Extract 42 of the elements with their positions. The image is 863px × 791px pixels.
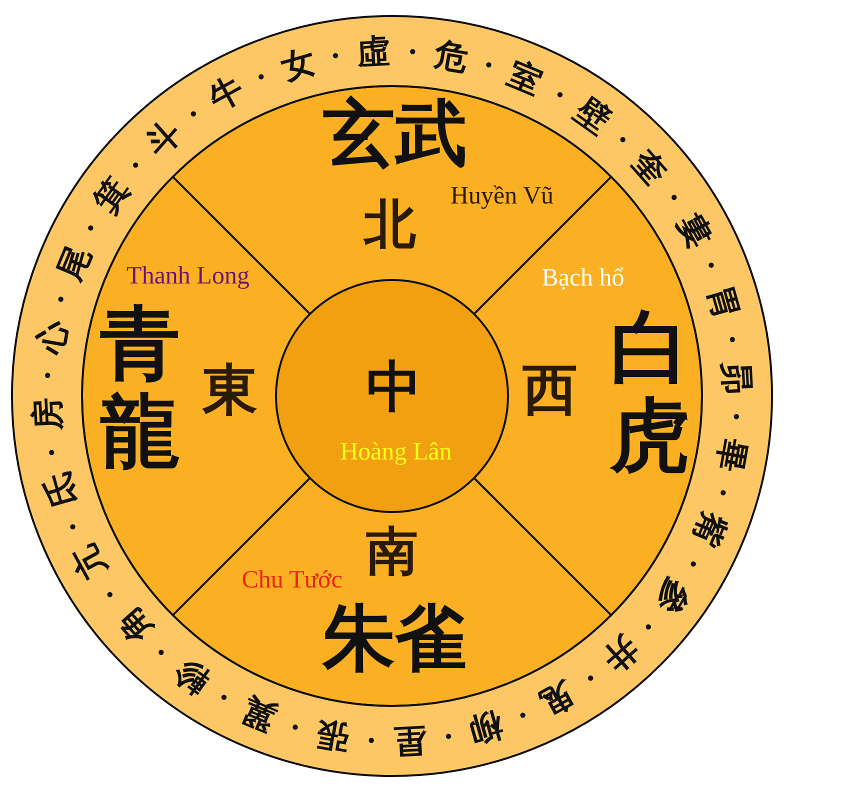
mansion-character: 尾 [52,241,96,284]
chinese-character: 中 [366,360,422,414]
mansion-character: 虛 [356,34,392,69]
mansion-character: 軫 [168,654,214,700]
mansion-character: 翼 [237,692,280,736]
chinese-character: 朱雀 [323,602,467,674]
mansion-character: 柳 [466,707,507,748]
mansion-character: 斗 [140,114,186,162]
mansion-character: 星 [392,723,428,758]
vietnamese-name: Huyền Vũ [450,184,554,208]
guardian-name: 青龍 [100,300,180,476]
mansion-character: 危 [432,37,470,76]
mansion-character: 觜 [688,508,732,551]
mansion-character: 箕 [88,172,134,218]
mansion-character: 張 [314,716,352,755]
mansion-character: 參 [650,574,696,620]
mansion-character: 角 [110,602,158,648]
chinese-character: 西 [522,362,578,418]
guardian-name: 白虎 [610,304,690,480]
mansion-character: 室 [504,56,547,100]
vietnamese-name: Bạch hổ [542,266,624,290]
vietnamese-name: Hoàng Lân [340,440,452,464]
mansion-character: 井 [598,630,644,678]
vietnamese-name: Chu Tước [242,568,342,592]
mansion-character: 奎 [626,144,674,190]
chinese-character: 南 [366,526,418,578]
mansion-character: 心 [33,318,72,356]
mansion-character: 牛 [204,71,249,116]
chinese-character: 玄武 [323,97,467,169]
chinese-character: 北 [364,199,416,251]
mansion-character: 氐 [40,470,80,511]
vietnamese-name: Thanh Long [126,264,250,288]
mansion-character: 婁 [672,208,717,253]
chinese-character: 東 [202,362,258,418]
mansion-character: 亢 [67,539,112,584]
mansion-character: 昴 [719,360,754,396]
mansion-character: 女 [277,44,318,84]
mansion-character: 胃 [703,281,744,322]
mansion-character: 房 [30,396,65,432]
mansion-character: 畢 [712,436,751,474]
mansion-character: 鬼 [535,676,580,721]
mansion-character: 壁 [570,92,616,138]
